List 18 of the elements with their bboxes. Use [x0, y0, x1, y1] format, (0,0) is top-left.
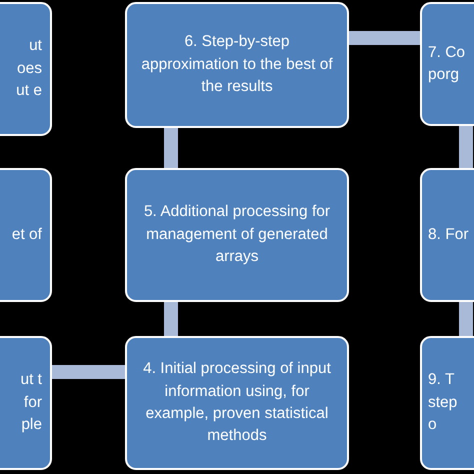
- connector-bar: [52, 365, 125, 379]
- connector-bar: [459, 302, 473, 336]
- step-text: 9. T step o: [428, 370, 458, 436]
- step-text: 8. For: [428, 224, 470, 245]
- connector-bar: [459, 126, 473, 168]
- step-text: 7. Co porg: [428, 42, 466, 85]
- process-box: [125, 2, 349, 128]
- connector-bar: [164, 128, 178, 168]
- step-text: 4. Initial processing of input information using, for example, proven statistical methods: [142, 359, 332, 446]
- process-box: [125, 168, 349, 302]
- connector-bar: [164, 302, 178, 336]
- process-box: [125, 336, 349, 470]
- connector-bar: [349, 31, 420, 45]
- step-text: et of: [10, 224, 42, 245]
- step-text: 6. Step-by-step approximation to the best of the results: [140, 32, 334, 98]
- step-text: 5. Additional processing for management of generated arrays: [142, 202, 332, 268]
- step-text: ut oes ut e: [15, 36, 42, 102]
- step-text: ut t for ple: [19, 370, 42, 436]
